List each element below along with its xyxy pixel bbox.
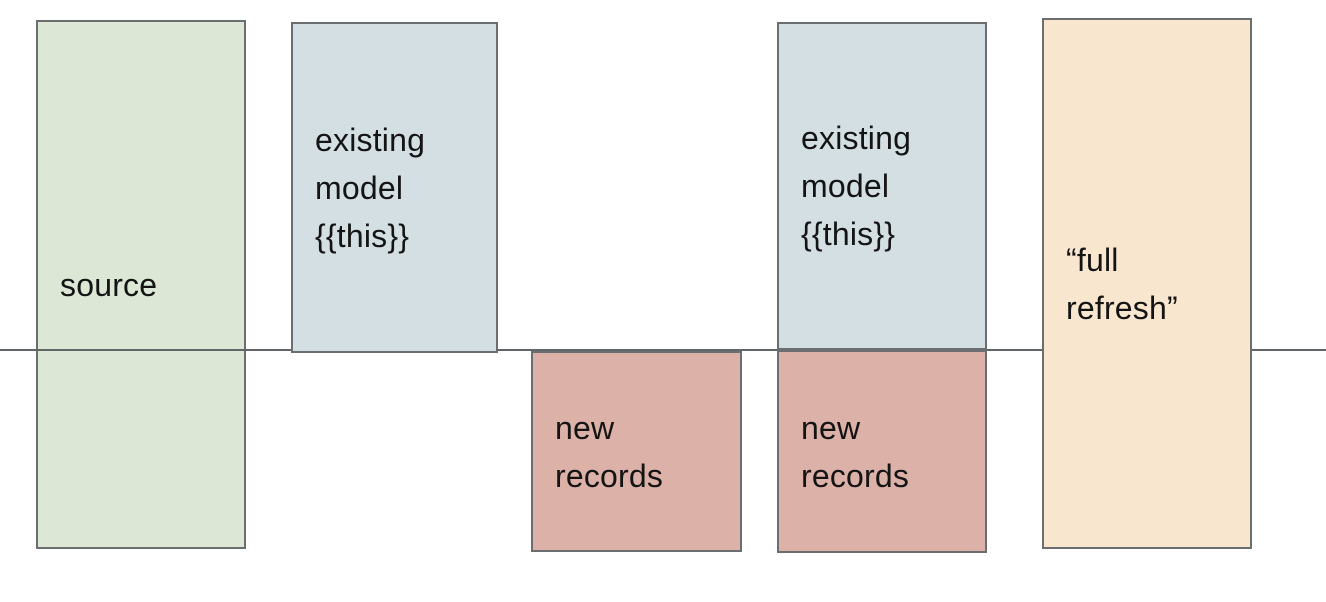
full-refresh-box: “full refresh” <box>1042 18 1252 549</box>
existing-model-box-left-label: existing model {{this}} <box>315 121 426 254</box>
existing-model-box-left: existing model {{this}} <box>291 22 498 353</box>
source-box-label: source <box>60 266 158 303</box>
new-records-box-left: new records <box>531 351 742 552</box>
timeline-divider-line <box>0 349 1326 351</box>
full-refresh-box-label: “full refresh” <box>1066 241 1178 326</box>
source-box: source <box>36 20 246 549</box>
existing-model-box-right-label: existing model {{this}} <box>801 120 912 252</box>
new-records-box-right-label: new records <box>801 409 910 494</box>
new-records-box-right: new records <box>777 350 987 553</box>
existing-model-box-right: existing model {{this}} <box>777 22 987 350</box>
new-records-box-left-label: new records <box>555 409 664 494</box>
